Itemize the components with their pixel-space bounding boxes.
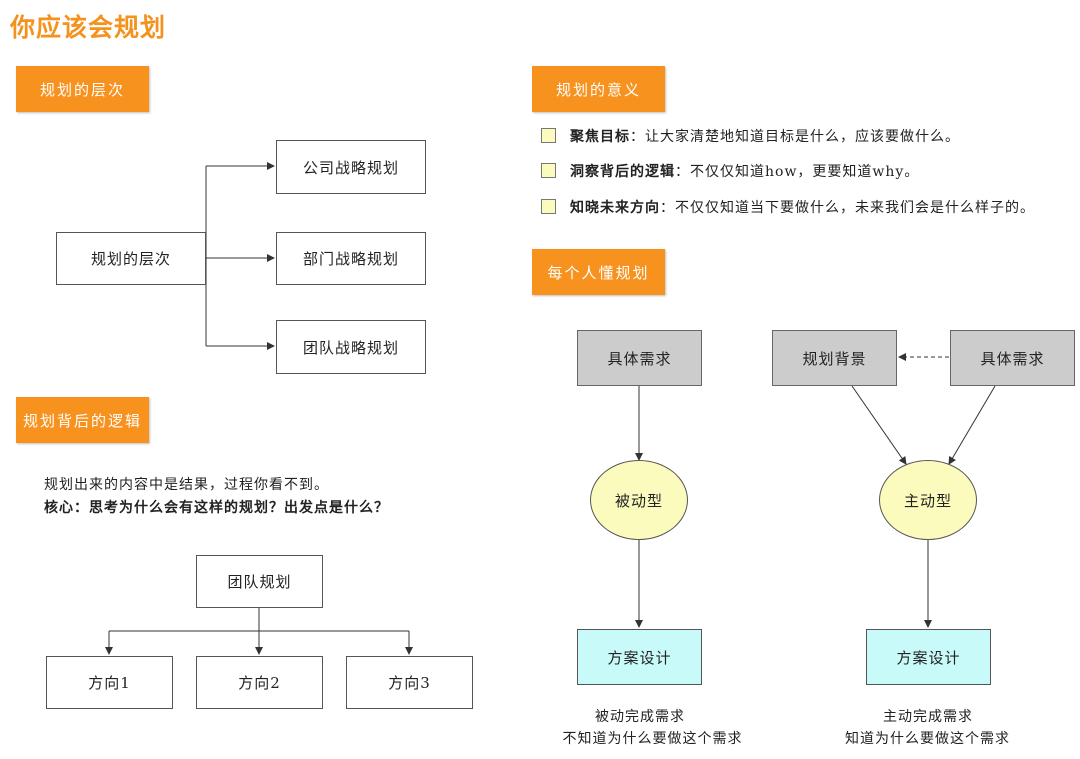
meaning-item-3: 知晓未来方向：不仅仅知道当下要做什么，未来我们会是什么样子的。 bbox=[570, 200, 1035, 216]
meaning-checkbox-2 bbox=[541, 163, 556, 178]
passive-type-ellipse: 被动型 bbox=[590, 460, 688, 540]
levels-child-company: 公司战略规划 bbox=[276, 140, 426, 194]
levels-tree-lines bbox=[205, 162, 275, 350]
logic-tag: 规划背后的逻辑 bbox=[16, 397, 149, 443]
levels-tag: 规划的层次 bbox=[16, 66, 149, 112]
levels-child-team: 团队战略规划 bbox=[276, 320, 426, 374]
meaning-item-1: 聚焦目标：让大家清楚地知道目标是什么，应该要做什么。 bbox=[570, 129, 960, 145]
logic-child-1: 方向1 bbox=[46, 656, 173, 709]
page-title: 你应该会规划 bbox=[10, 13, 167, 42]
active-solution-box: 方案设计 bbox=[866, 629, 991, 685]
passive-solution-box: 方案设计 bbox=[577, 629, 702, 685]
active-type-ellipse: 主动型 bbox=[879, 460, 977, 540]
understand-tag: 每个人懂规划 bbox=[532, 249, 665, 295]
meaning-checkbox-1 bbox=[541, 128, 556, 143]
passive-caption-2: 不知道为什么要做这个需求 bbox=[562, 731, 743, 747]
active-background-box: 规划背景 bbox=[772, 330, 897, 386]
logic-text-line-1: 规划出来的内容中是结果，过程你看不到。 bbox=[44, 477, 329, 493]
logic-text-line-2: 核心：思考为什么会有这样的规划？出发点是什么？ bbox=[44, 500, 389, 516]
active-requirement-box: 具体需求 bbox=[950, 330, 1075, 386]
logic-root-box: 团队规划 bbox=[196, 555, 323, 608]
meaning-item-2: 洞察背后的逻辑：不仅仅知道how，更要知道why。 bbox=[570, 164, 920, 180]
meaning-tag: 规划的意义 bbox=[532, 66, 665, 112]
levels-child-department: 部门战略规划 bbox=[276, 232, 426, 285]
passive-caption-1: 被动完成需求 bbox=[595, 709, 685, 725]
logic-child-3: 方向3 bbox=[346, 656, 473, 709]
meaning-checkbox-3 bbox=[541, 199, 556, 214]
active-caption-2: 知道为什么要做这个需求 bbox=[845, 731, 1010, 747]
active-flow-lines bbox=[851, 353, 996, 628]
logic-child-2: 方向2 bbox=[196, 656, 323, 709]
passive-requirement-box: 具体需求 bbox=[577, 330, 702, 386]
active-caption-1: 主动完成需求 bbox=[883, 709, 973, 725]
levels-root-box: 规划的层次 bbox=[56, 232, 206, 285]
logic-tree-lines bbox=[105, 607, 413, 655]
